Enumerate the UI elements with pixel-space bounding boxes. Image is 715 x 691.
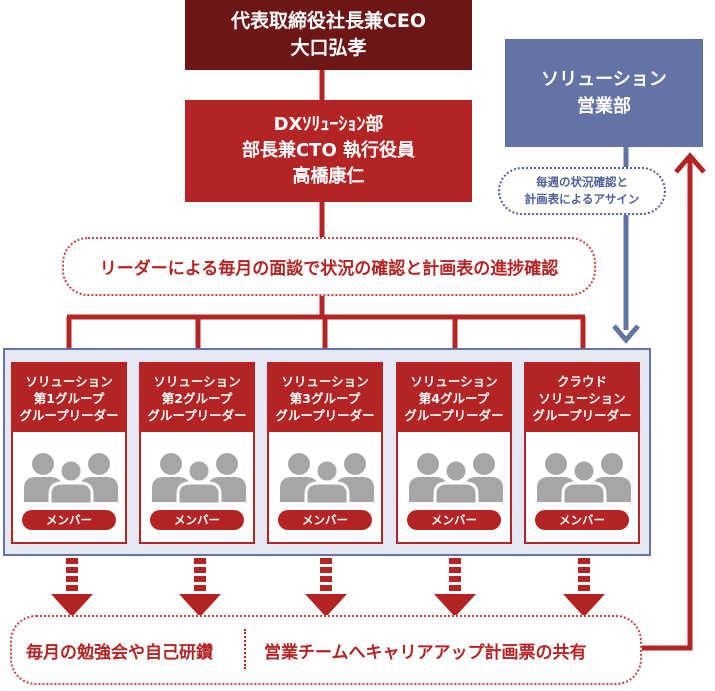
sales-assign-arrow (612, 147, 640, 344)
down-arrow-2 (179, 558, 221, 617)
group-name-line1: クラウド (556, 373, 607, 389)
group-name-line2: 第3グループ (289, 390, 361, 406)
weekly-assign-line1: 毎週の状況確認と (536, 175, 628, 189)
people-icon (24, 453, 118, 504)
group-card-1: ソリューション 第1グループ グループリーダー メンバー (11, 362, 127, 544)
people-icon (152, 453, 246, 504)
down-arrow-1 (51, 558, 93, 617)
group-leader-label: グループリーダー (19, 407, 119, 423)
weekly-assign-note: 毎週の状況確認と 計画表によるアサイン (498, 167, 666, 215)
down-arrow-3 (305, 558, 347, 617)
sales-department-line1: ソリューション (541, 69, 667, 90)
dx-head-title: 部長兼CTO 執行役員 (241, 140, 416, 161)
group-name-line1: ソリューション (410, 373, 498, 389)
dx-department-box: DXｿﾘｭｰｼｮﾝ部 部長兼CTO 執行役員 高橋康仁 (185, 100, 472, 202)
bottom-activities-note: 毎月の勉強会や自己研鑽 営業チームへキャリアアップ計画票の共有 (10, 615, 642, 685)
member-badge: メンバー (150, 510, 244, 530)
group-name-line2: ソリューション (538, 390, 626, 406)
group-leader-label: グループリーダー (147, 407, 247, 423)
people-icon (537, 453, 631, 504)
sales-department-box: ソリューション 営業部 (505, 39, 703, 147)
dx-head-name: 高橋康仁 (292, 166, 365, 187)
group-header: ソリューション 第2グループ グループリーダー (141, 364, 253, 432)
weekly-assign-line2: 計画表によるアサイン (524, 192, 640, 206)
group-header: ソリューション 第3グループ グループリーダー (269, 364, 381, 432)
member-badge: メンバー (407, 510, 501, 530)
group-card-5: クラウド ソリューション グループリーダー メンバー (524, 362, 640, 544)
dx-department-name: DXｿﾘｭｰｼｮﾝ部 (273, 114, 384, 135)
study-session-text: 毎月の勉強会や自己研鑽 (26, 642, 213, 663)
ceo-name: 大口弘孝 (290, 37, 367, 59)
group-name-line1: ソリューション (281, 373, 369, 389)
ceo-title: 代表取締役社長兼CEO (230, 10, 427, 32)
down-arrow-4 (434, 558, 476, 617)
group-header: ソリューション 第1グループ グループリーダー (13, 364, 125, 432)
group-card-3: ソリューション 第3グループ グループリーダー メンバー (267, 362, 383, 544)
group-leader-label: グループリーダー (275, 407, 375, 423)
group-name-line1: ソリューション (25, 373, 113, 389)
sales-department-line2: 営業部 (577, 96, 631, 117)
group-leader-label: グループリーダー (404, 407, 504, 423)
down-arrow-5 (563, 558, 605, 617)
people-icon (409, 453, 503, 504)
group-name-line2: 第2グループ (161, 390, 233, 406)
group-header: クラウド ソリューション グループリーダー (526, 364, 638, 432)
people-icon (280, 453, 374, 504)
group-header: ソリューション 第4グループ グループリーダー (398, 364, 510, 432)
career-share-arrow (638, 152, 706, 651)
member-badge: メンバー (278, 510, 372, 530)
group-name-line1: ソリューション (153, 373, 241, 389)
group-card-4: ソリューション 第4グループ グループリーダー メンバー (396, 362, 512, 544)
group-name-line2: 第1グループ (33, 390, 105, 406)
group-card-2: ソリューション 第2グループ グループリーダー メンバー (139, 362, 255, 544)
member-badge: メンバー (535, 510, 629, 530)
group-name-line2: 第4グループ (418, 390, 490, 406)
member-badge: メンバー (22, 510, 116, 530)
monthly-review-text: リーダーによる毎月の面談で状況の確認と計画表の進捗確認 (99, 259, 559, 279)
down-arrows (51, 558, 605, 617)
career-plan-share-text: 営業チームへキャリアアップ計画票の共有 (264, 642, 587, 663)
bottom-divider (244, 629, 246, 669)
monthly-review-note: リーダーによる毎月の面談で状況の確認と計画表の進捗確認 (62, 237, 596, 296)
group-leader-label: グループリーダー (532, 407, 632, 423)
ceo-box: 代表取締役社長兼CEO 大口弘孝 (185, 0, 472, 70)
